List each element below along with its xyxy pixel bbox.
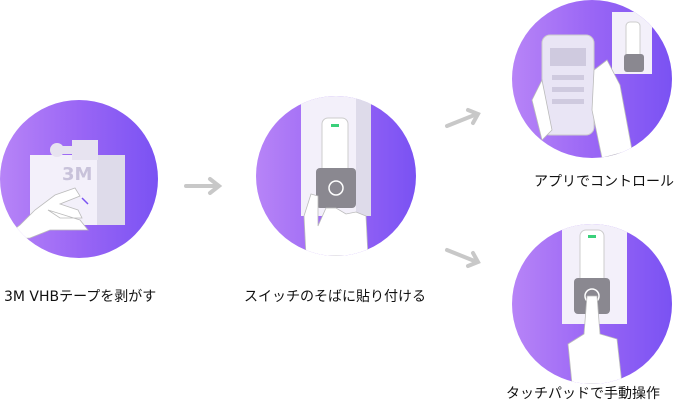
step-4-label: タッチパッドで手動操作 [506, 386, 660, 402]
tape-3m-mark: 3M [62, 164, 92, 185]
step-3-label: アプリでコントロール [534, 174, 674, 190]
arrow-right-icon [184, 177, 223, 195]
step-1-peel-tape-illustration: 3M [0, 100, 158, 258]
arrow-up-right-icon [445, 108, 481, 128]
step-4-touchpad-illustration [512, 224, 672, 384]
step-2-label: スイッチのそばに貼り付ける [244, 289, 426, 305]
arrow-down-right-icon [445, 248, 481, 268]
step-3-app-control-illustration [512, 0, 672, 158]
step-1-label: 3M VHBテープを剥がす [4, 289, 157, 305]
step-2-attach-illustration [256, 96, 416, 256]
